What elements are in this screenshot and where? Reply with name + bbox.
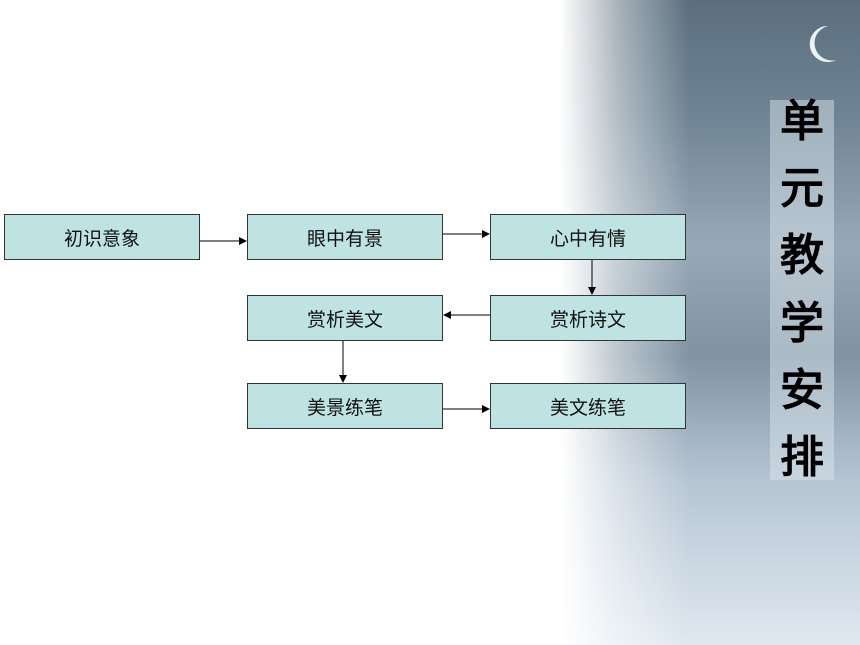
box-feeling-in-heart: 心中有情 xyxy=(490,214,686,260)
box-prose-writing: 美文练笔 xyxy=(490,383,686,429)
title-char-3: 教 xyxy=(780,230,824,282)
title-char-2: 元 xyxy=(780,163,824,215)
title-char-4: 学 xyxy=(780,297,824,349)
title-char-1: 单 xyxy=(780,96,824,147)
box-initial-imagery: 初识意象 xyxy=(4,214,200,260)
box-scene-in-eyes: 眼中有景 xyxy=(247,214,443,260)
box-appreciate-prose: 赏析美文 xyxy=(247,295,443,341)
title-char-5: 安 xyxy=(780,364,824,416)
vertical-title: 单 元 教 学 安 排 xyxy=(770,100,834,480)
box-appreciate-poetry: 赏析诗文 xyxy=(490,295,686,341)
box-scenery-writing: 美景练笔 xyxy=(247,383,443,429)
title-char-6: 排 xyxy=(780,431,824,483)
